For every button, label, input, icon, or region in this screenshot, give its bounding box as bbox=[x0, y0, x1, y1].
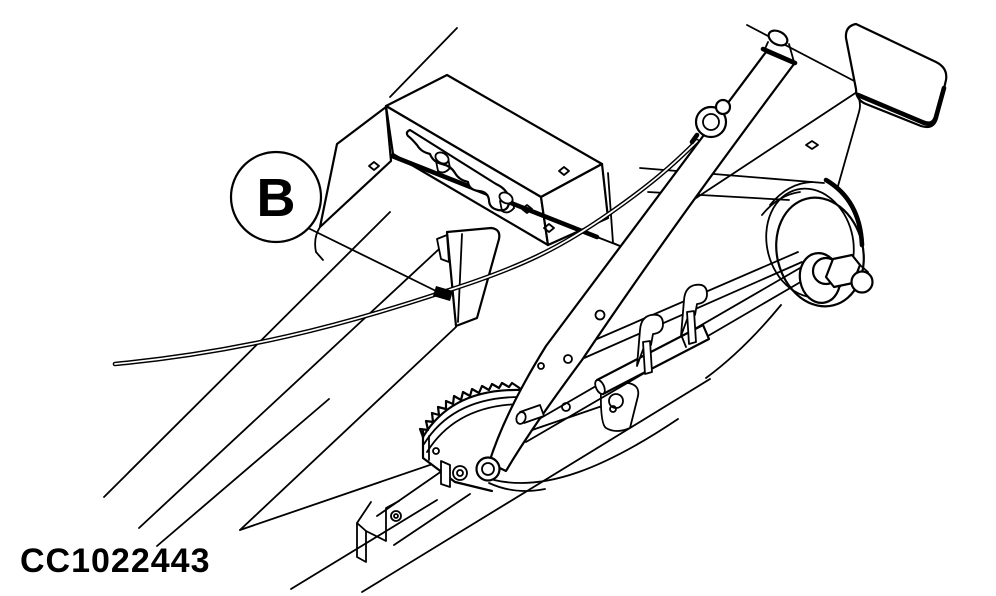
release-spring-curve bbox=[493, 418, 679, 484]
slot-bolt-1 bbox=[434, 151, 451, 174]
control-cable bbox=[112, 98, 732, 367]
slot-bolt-2 bbox=[498, 191, 515, 214]
jack-lever-arm bbox=[475, 29, 798, 492]
tab-with-hole bbox=[599, 382, 640, 432]
gear-teeth bbox=[418, 381, 524, 439]
bolt-end bbox=[850, 270, 874, 294]
figure-code: CC1022443 bbox=[20, 542, 210, 580]
tie-rod-assembly bbox=[519, 251, 805, 443]
cable-guide-strut bbox=[436, 226, 501, 328]
pivot-bolt bbox=[475, 456, 501, 482]
bracket-flange bbox=[318, 105, 393, 229]
fender-grip bbox=[844, 22, 948, 129]
ratchet-sector-gear bbox=[418, 381, 571, 493]
cylinder-cap bbox=[767, 29, 789, 47]
clevis-pin bbox=[515, 404, 545, 425]
channel-bracket bbox=[356, 500, 402, 563]
gear-foot bbox=[440, 460, 451, 488]
drum-housing-edge bbox=[823, 177, 865, 248]
cable-clamp bbox=[433, 286, 453, 301]
frame-rail-lines bbox=[103, 24, 861, 593]
hook-clamp-1 bbox=[636, 313, 664, 375]
gear-rim bbox=[421, 388, 524, 439]
panel-hole bbox=[805, 140, 819, 150]
callout-b: B bbox=[229, 150, 323, 244]
drum-pulley bbox=[705, 177, 865, 379]
hook-clamp-2 bbox=[680, 283, 708, 345]
gear-bolt bbox=[452, 465, 468, 481]
callout-circle bbox=[229, 150, 323, 244]
cable-end-loop bbox=[689, 98, 732, 145]
callout-leader-line bbox=[305, 226, 437, 292]
callout-label: B bbox=[257, 168, 296, 228]
cylinder-collar bbox=[760, 46, 798, 66]
hub-hex-bolt bbox=[798, 252, 874, 304]
mounting-box-bracket bbox=[314, 73, 621, 261]
